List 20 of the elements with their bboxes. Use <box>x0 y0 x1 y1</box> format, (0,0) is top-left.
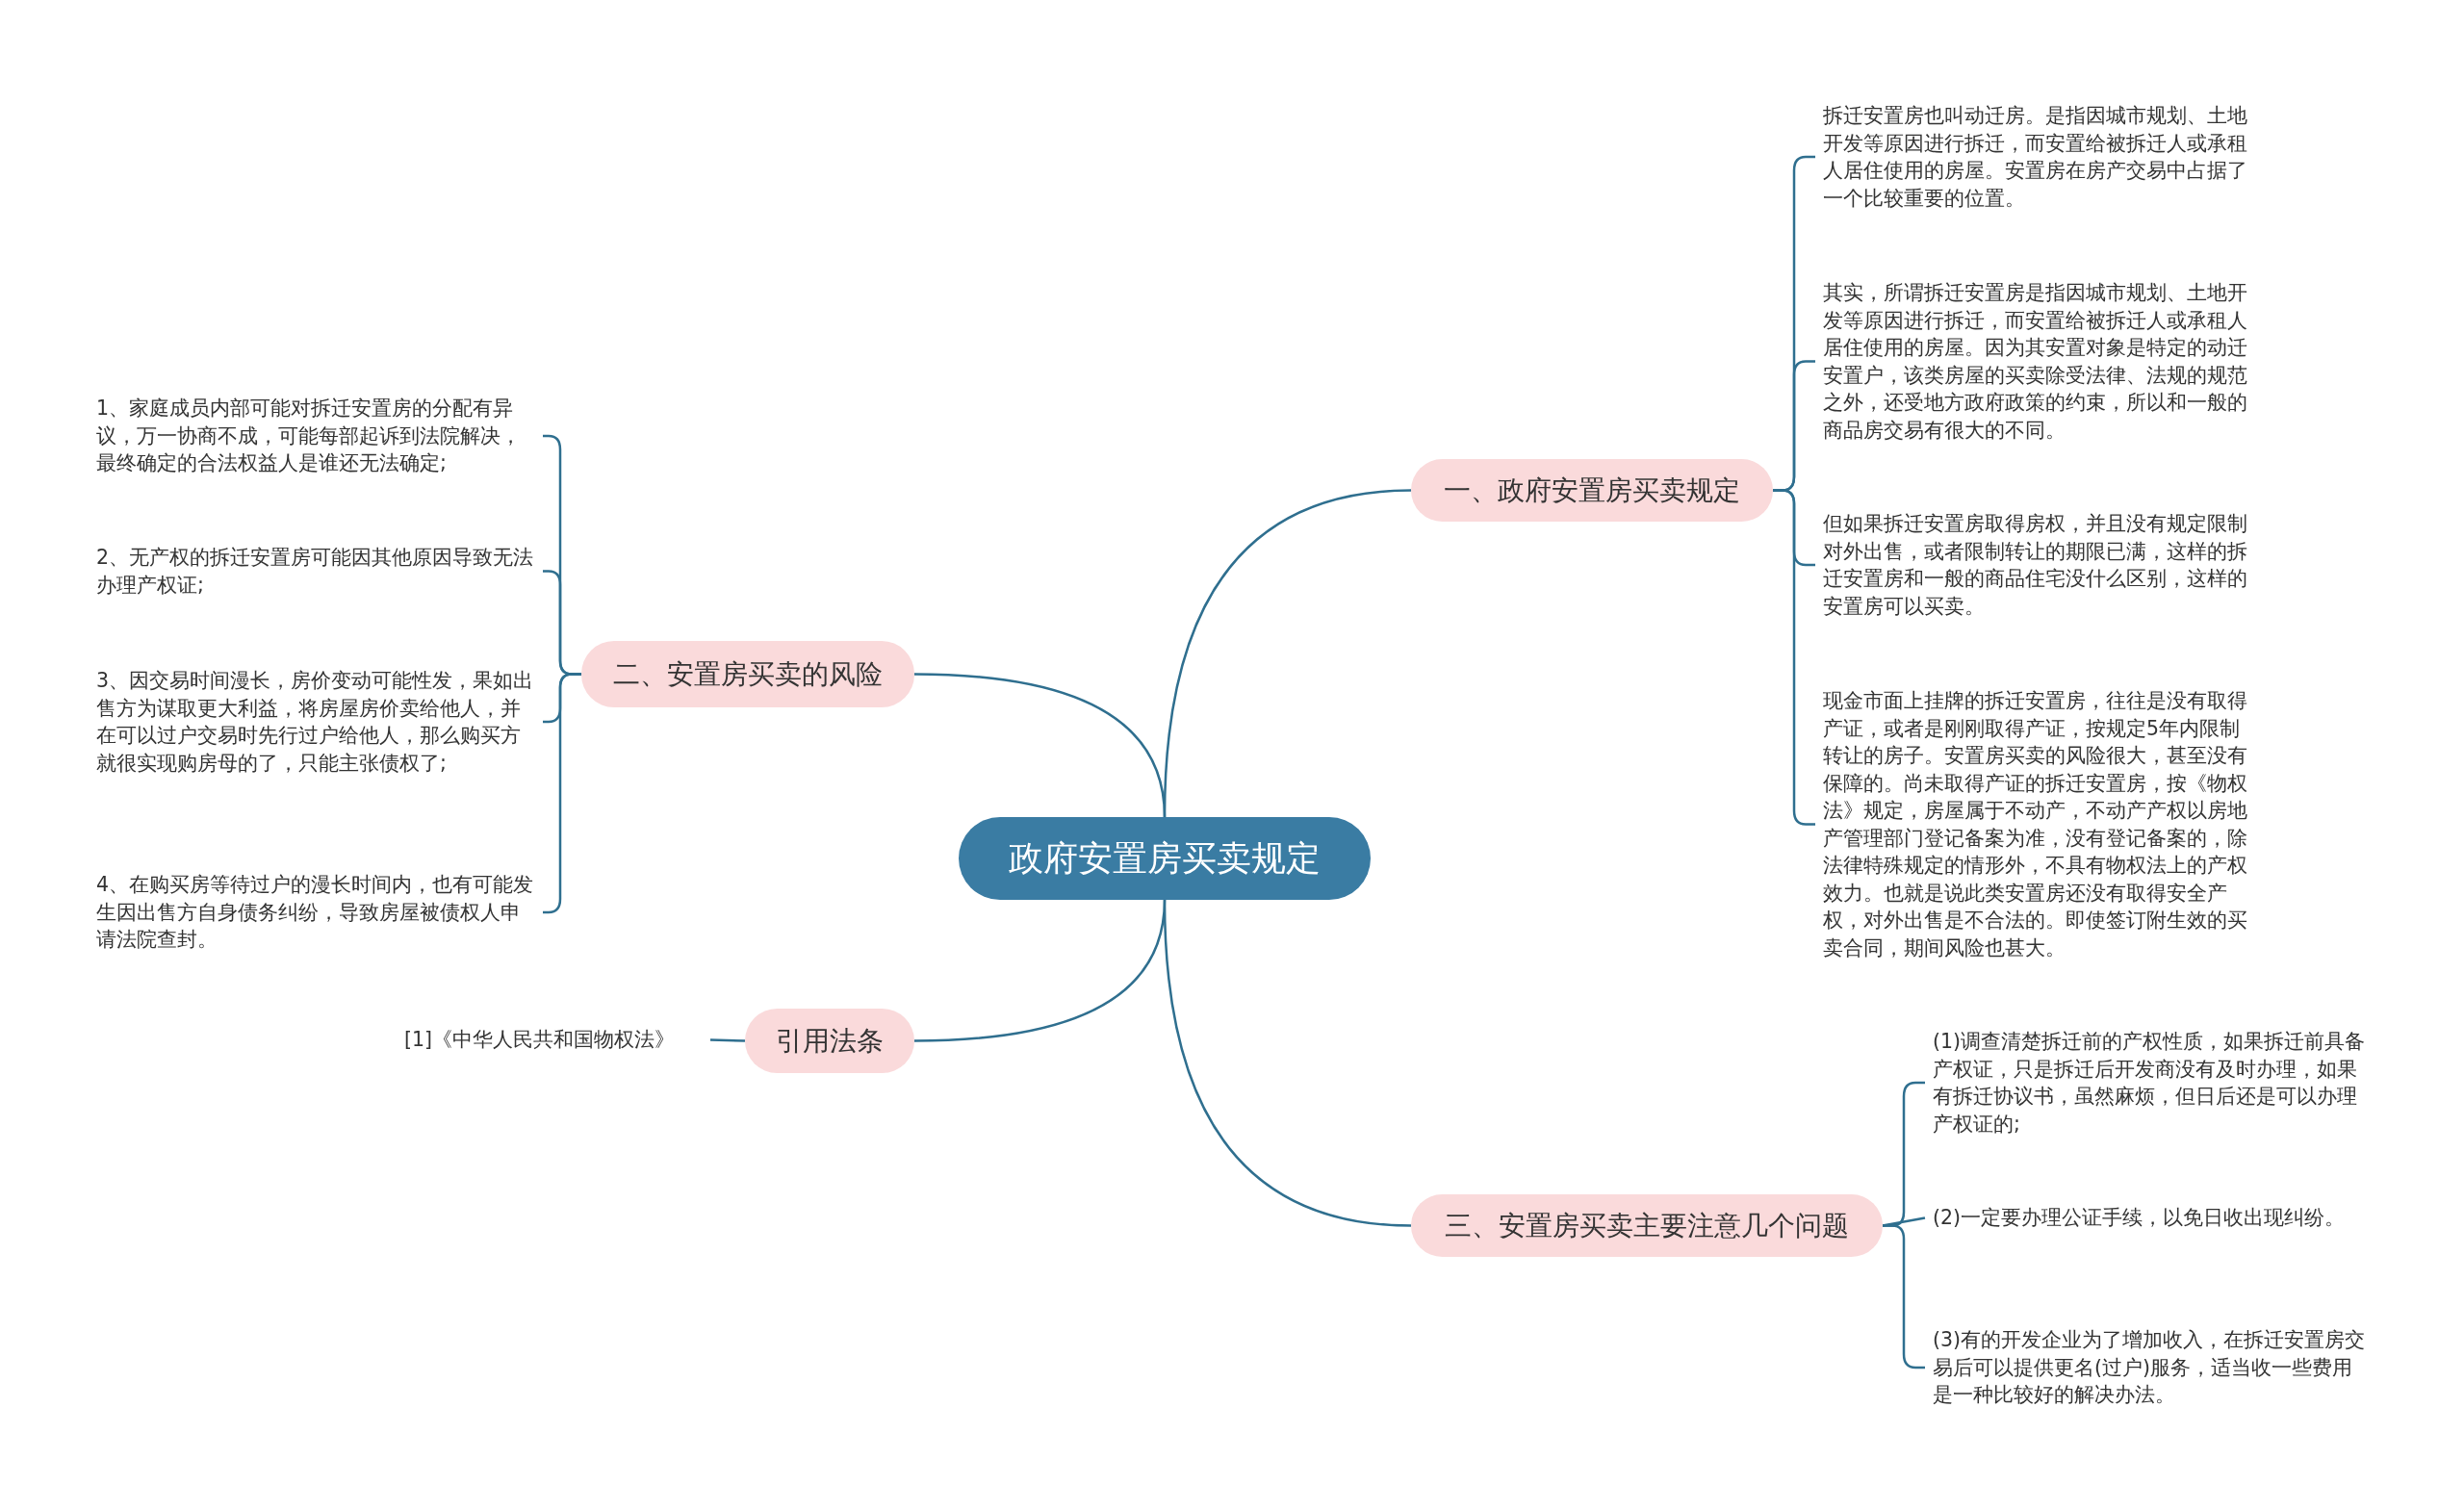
central-topic: 政府安置房买卖规定 <box>959 817 1371 900</box>
note-text: (2)一定要办理公证手续，以免日收出现纠纷。 <box>1933 1204 2372 1232</box>
note-text: [1]《中华人民共和国物权法》 <box>404 1026 703 1054</box>
topic-box: 三、安置房买卖主要注意几个问题 <box>1411 1194 1883 1257</box>
connector-line <box>709 1038 746 1042</box>
note-text: 现金市面上挂牌的拆迁安置房，往往是没有取得产证，或者是刚刚取得产证，按规定5年内限制转让的房子。安置房买卖的风险很大，甚至没有保障的。尚未取得产证的拆迁安置房，按《物权法》规定，房屋属于不动产，不动产产权以房地产管理部门登记备案为准，没有登记备案的，除法律特殊规定的情形外，不具有物权法上的产权效力。也就是说此类安置房还没有取得安全产权，对外出售是不合法的。即使签订附生效的买卖合同，期间风险也甚大。 <box>1823 687 2256 961</box>
note-text: 拆迁安置房也叫动迁房。是指因城市规划、土地开发等原因进行拆迁，而安置给被拆迁人或承租人居住使用的房屋。安置房在房产交易中占据了一个比较重要的位置。 <box>1823 102 2256 212</box>
note-text: 1、家庭成员内部可能对拆迁安置房的分配有异议，万一协商不成，可能每部起诉到法院解决，最终确定的合法权益人是谁还无法确定; <box>96 395 535 477</box>
topic-box: 二、安置房买卖的风险 <box>581 641 914 707</box>
note-text: 3、因交易时间漫长，房价变动可能性发，果如出售方为谋取更大利益，将房屋房价卖给他人，并在可以过户交易时先行过户给他人，那么购买方就很实现购房母的了，只能主张债权了; <box>96 667 535 777</box>
connector-line <box>1163 899 1412 1227</box>
note-text: 其实，所谓拆迁安置房是指因城市规划、土地开发等原因进行拆迁，而安置给被拆迁人或承租人居住使用的房屋。因为其安置对象是特定的动迁安置户，该类房屋的买卖除受法律、法规的规范之外，还受地方政府政策的约束，所以和一般的商品房交易有很大的不同。 <box>1823 279 2256 444</box>
note-text: 4、在购买房等待过户的漫长时间内，也有可能发生因出售方自身债务纠纷，导致房屋被债权人申请法院查封。 <box>96 871 535 954</box>
note-text: (3)有的开发企业为了增加收入，在拆迁安置房交易后可以提供更名(过户)服务，适当收一些费用是一种比较好的解决办法。 <box>1933 1326 2372 1409</box>
note-text: 但如果拆迁安置房取得房权，并且没有规定限制对外出售，或者限制转让的期限已满，这样的拆迁安置房和一般的商品住宅没什么区别，这样的安置房可以买卖。 <box>1823 510 2256 620</box>
note-text: 2、无产权的拆迁安置房可能因其他原因导致无法办理产权证; <box>96 544 535 599</box>
topic-box: 一、政府安置房买卖规定 <box>1411 459 1773 522</box>
note-text: (1)调查清楚拆迁前的产权性质，如果拆迁前具备产权证，只是拆迁后开发商没有及时办理，如果有拆迁协议书，虽然麻烦，但日后还是可以办理产权证的; <box>1933 1028 2372 1138</box>
topic-box: 引用法条 <box>745 1009 914 1073</box>
connector-line <box>913 673 1167 818</box>
